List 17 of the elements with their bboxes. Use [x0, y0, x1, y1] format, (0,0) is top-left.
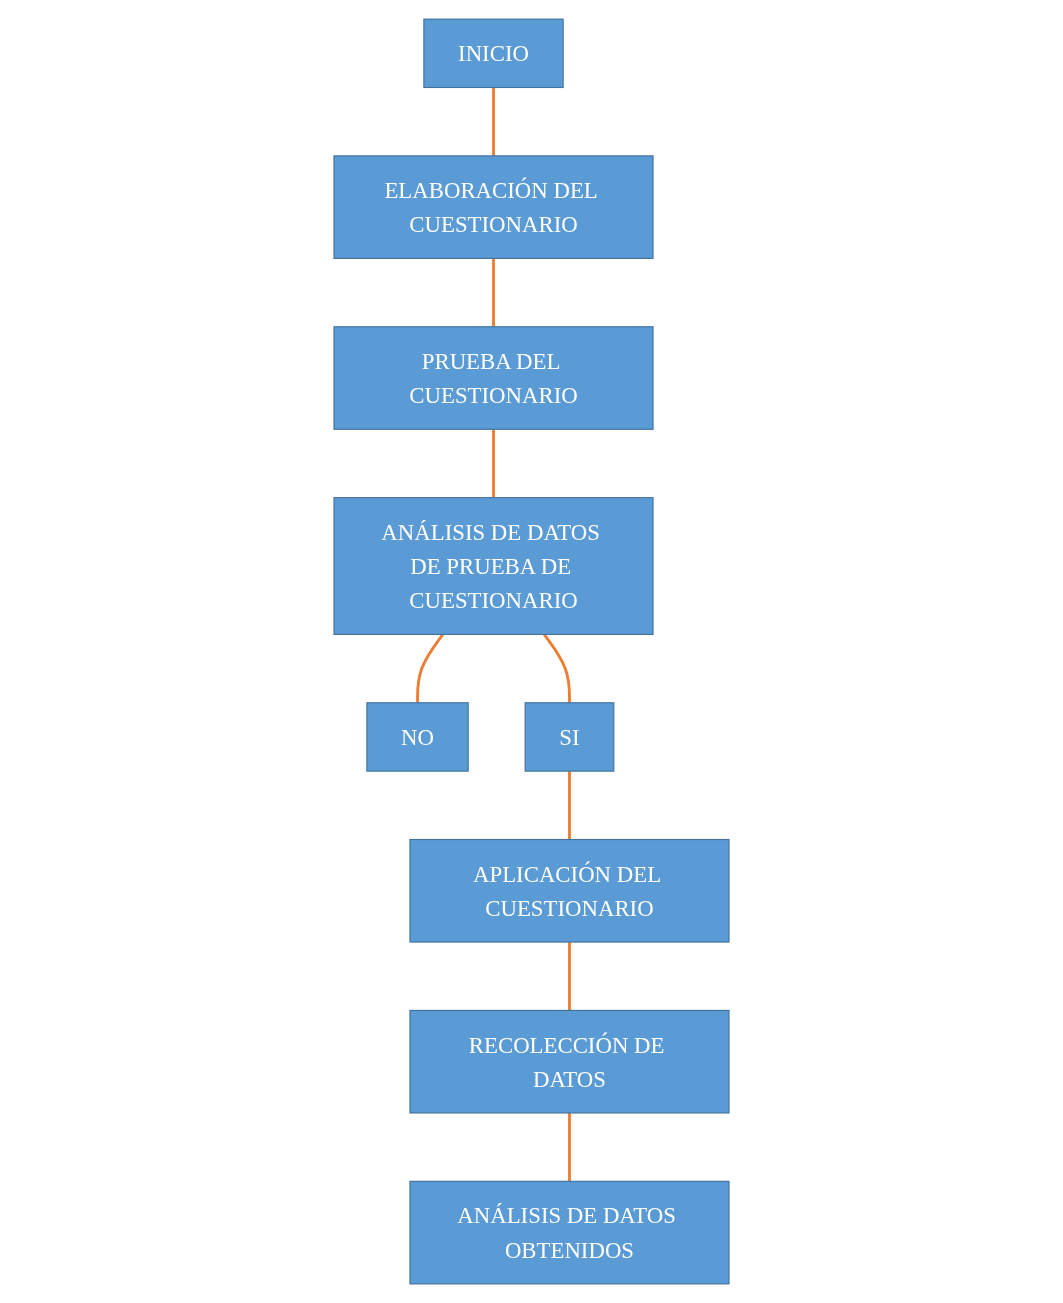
connector — [568, 942, 571, 1011]
node-box: RECOLECCIÓN DE DATOS — [409, 1009, 730, 1114]
connector — [568, 771, 571, 840]
node-box: SI — [524, 702, 615, 772]
node-box: NO — [366, 702, 469, 772]
node-box: APLICACIÓN DEL CUESTIONARIO — [409, 838, 730, 943]
node-box: ANÁLISIS DE DATOS DE PRUEBA DE CUESTIONARIO — [333, 497, 654, 635]
node-box: INICIO — [423, 18, 564, 89]
node-box: ELABORACIÓN DEL CUESTIONARIO — [333, 155, 654, 259]
connector — [492, 258, 495, 327]
connector — [492, 429, 495, 498]
connector — [543, 633, 571, 703]
connector — [492, 87, 495, 156]
connector — [568, 1112, 571, 1182]
node-box: PRUEBA DEL CUESTIONARIO — [333, 326, 654, 430]
connector — [416, 633, 444, 703]
node-box: ANÁLISIS DE DATOS OBTENIDOS — [409, 1180, 730, 1285]
